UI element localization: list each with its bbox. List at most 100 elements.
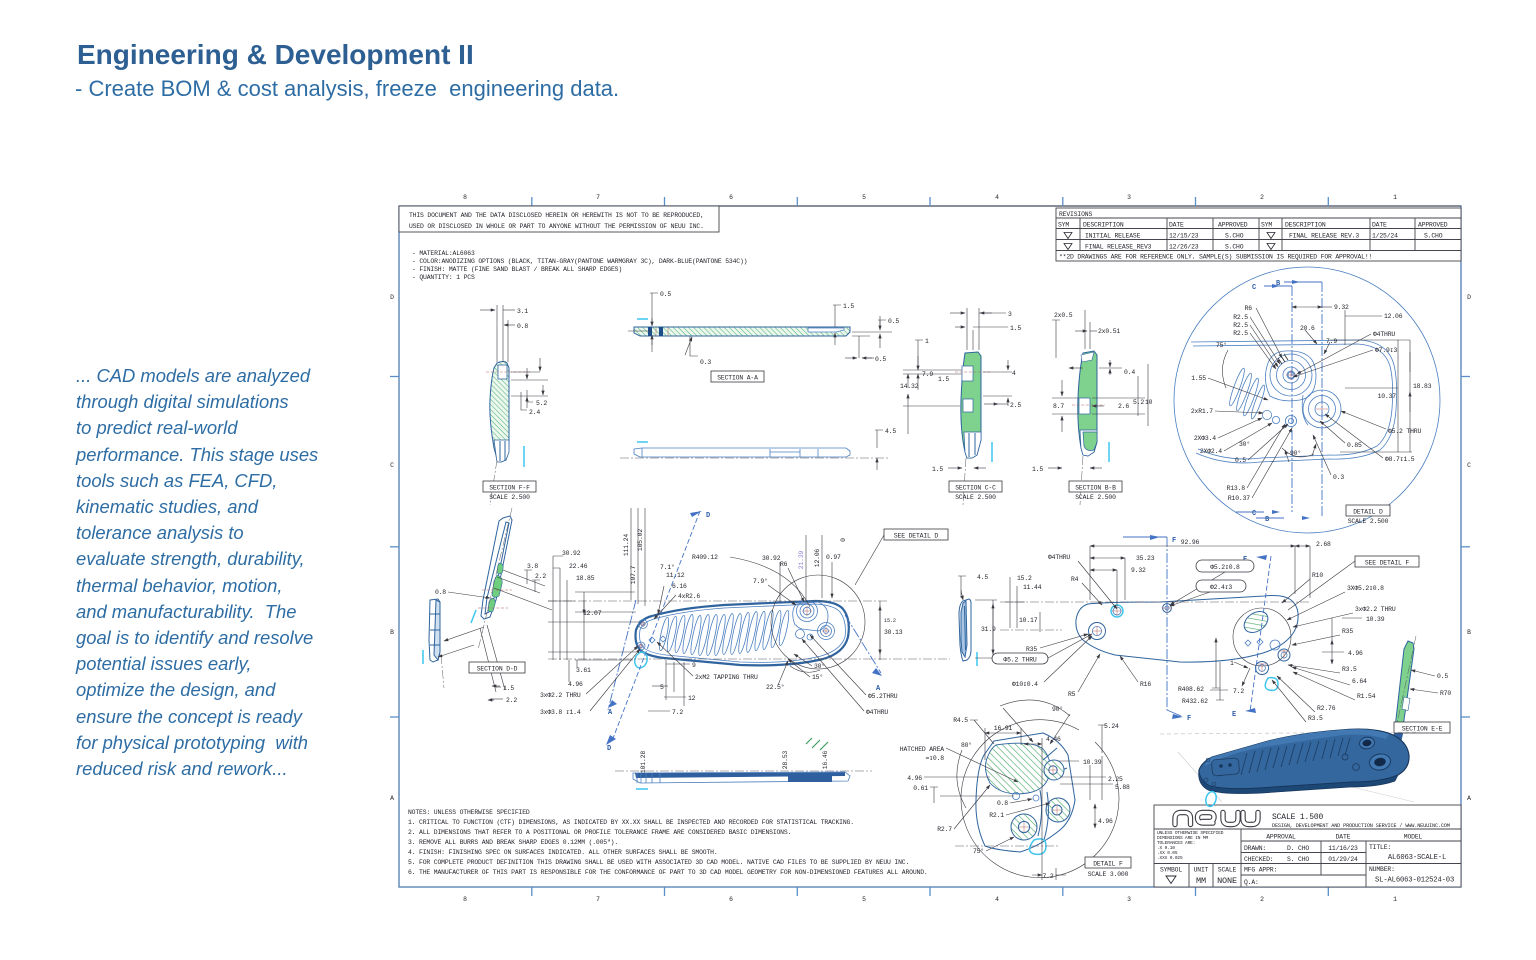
svg-text:SCALE 2.500: SCALE 2.500 [1348,518,1389,525]
svg-text:Φ4THRU: Φ4THRU [1373,331,1395,338]
svg-text:SCALE 1.500: SCALE 1.500 [1272,813,1324,822]
svg-text:SECTION D-D: SECTION D-D [477,666,518,673]
svg-text:1.55: 1.55 [1191,375,1206,382]
svg-text:C: C [390,462,394,469]
svg-text:Φ7.9↧3: Φ7.9↧3 [1375,347,1397,354]
svg-text:3. REMOVE ALL BURRS AND BREAK: 3. REMOVE ALL BURRS AND BREAK SHARP EDGE… [408,839,618,846]
svg-text:7.9: 7.9 [922,371,933,378]
svg-text:30.92: 30.92 [562,550,581,557]
svg-text:0.5: 0.5 [1235,457,1246,464]
svg-text:R3.5: R3.5 [1342,666,1357,673]
svg-text:AL6063-SCALE-L: AL6063-SCALE-L [1388,854,1446,862]
svg-text:31.9: 31.9 [981,626,996,633]
svg-text:.XXX 0.025: .XXX 0.025 [1157,855,1183,861]
svg-text:2.2: 2.2 [506,697,517,704]
svg-text:7.2: 7.2 [1233,688,1244,695]
svg-text:7.9: 7.9 [1326,338,1337,345]
svg-text:35.23: 35.23 [1136,555,1155,562]
svg-text:4: 4 [995,194,999,201]
svg-text:15°: 15° [812,673,823,681]
svg-text:SYM: SYM [1058,222,1069,229]
svg-text:- COLOR:ANODIZING OPTIONS (BLA: - COLOR:ANODIZING OPTIONS (BLACK, TITAN-… [412,258,747,265]
svg-text:80°: 80° [961,741,972,749]
svg-text:SEE DETAIL F: SEE DETAIL F [1365,560,1410,567]
svg-text:- QUANTITY: 1 PCS: - QUANTITY: 1 PCS [412,274,475,281]
svg-text:R6: R6 [780,561,788,568]
svg-text:30°: 30° [1239,440,1250,448]
svg-text:5: 5 [862,896,866,903]
svg-text:C: C [1252,510,1256,518]
svg-text:SCALE: SCALE [1218,867,1237,874]
svg-text:SECTION A-A: SECTION A-A [717,375,758,382]
svg-text:2x0.5: 2x0.5 [1054,312,1073,319]
svg-text:R70: R70 [1440,690,1451,697]
svg-text:1: 1 [925,338,929,345]
svg-text:Φ5.2↧0.8: Φ5.2↧0.8 [1210,564,1240,571]
svg-text:- MATERIAL:AL6063: - MATERIAL:AL6063 [412,250,475,257]
svg-text:4. FINISH: FINISHING SPEC ON S: 4. FINISH: FINISHING SPEC ON SURFACES IN… [408,849,718,856]
svg-text:SCALE 2.500: SCALE 2.500 [955,494,996,501]
svg-text:15.2: 15.2 [884,618,896,624]
svg-text:S.CHO: S.CHO [1225,244,1244,251]
svg-text:R432.62: R432.62 [1182,698,1208,705]
svg-text:3.8: 3.8 [527,563,538,570]
svg-text:.XX 0.05: .XX 0.05 [1157,850,1178,856]
svg-text:NOTES: UNLESS OTHERWISE SPECIF: NOTES: UNLESS OTHERWISE SPECIFIED [408,809,530,816]
svg-text:3xΦ3.8 ↧1.4: 3xΦ3.8 ↧1.4 [540,709,581,716]
svg-text:Φ8.7↧1.5: Φ8.7↧1.5 [1385,456,1415,463]
svg-text:101.28: 101.28 [640,751,647,773]
svg-text:11.44: 11.44 [1023,584,1042,591]
svg-text:12.07: 12.07 [583,610,602,617]
svg-text:1: 1 [1393,194,1397,201]
svg-text:18.85: 18.85 [576,575,595,582]
svg-text:1/25/24: 1/25/24 [1372,233,1398,240]
svg-text:2XΦ3.4: 2XΦ3.4 [1194,435,1216,442]
svg-text:12.06: 12.06 [1384,313,1403,320]
svg-text:SYMBOL: SYMBOL [1160,867,1182,874]
svg-text:12: 12 [688,695,696,702]
svg-text:Φ2.4↧3: Φ2.4↧3 [1210,584,1232,591]
svg-text:B: B [1265,516,1270,524]
svg-text:0.97: 0.97 [826,554,841,561]
svg-text:3: 3 [1008,311,1012,318]
svg-text:4.96: 4.96 [1348,650,1363,657]
svg-text:1. CRITICAL TO FUNCTION (CTF): 1. CRITICAL TO FUNCTION (CTF) DIMENSIONS… [408,819,854,826]
svg-text:1.5: 1.5 [1032,466,1043,473]
svg-text:0.85: 0.85 [1347,442,1362,449]
svg-text:R16: R16 [1140,681,1151,688]
svg-text:92.96: 92.96 [1181,539,1200,546]
svg-text:12/15/23: 12/15/23 [1169,233,1199,240]
svg-text:B: B [390,629,394,636]
svg-text:111.24: 111.24 [623,534,630,556]
svg-text:5.2: 5.2 [536,400,547,407]
svg-text:0.3: 0.3 [1333,474,1344,481]
svg-text:R35: R35 [1342,628,1353,635]
svg-text:28.53: 28.53 [782,750,789,769]
svg-text:0: 0 [840,538,847,542]
svg-text:=↧0.8: =↧0.8 [926,755,945,762]
svg-text:0.5: 0.5 [1437,673,1448,680]
svg-text:8: 8 [463,194,467,201]
svg-text:DETAIL D: DETAIL D [1353,509,1383,516]
svg-text:11/16/23: 11/16/23 [1328,845,1358,852]
svg-text:SECTION C-C: SECTION C-C [955,485,996,492]
svg-text:8.7: 8.7 [1053,403,1064,410]
svg-text:2.2: 2.2 [535,573,546,580]
svg-text:7.2: 7.2 [1042,873,1053,880]
svg-text:4.96: 4.96 [1098,818,1113,825]
svg-text:DATE: DATE [1169,222,1184,229]
svg-text:5.24: 5.24 [1104,723,1119,730]
svg-text:7.9°: 7.9° [753,577,768,585]
svg-text:- FINISH: MATTE (FINE SAND BLA: - FINISH: MATTE (FINE SAND BLAST / BREAK… [412,266,622,273]
svg-text:16.91: 16.91 [994,725,1013,732]
svg-text:Φ5.2 THRU: Φ5.2 THRU [1003,657,1036,664]
svg-text:FINAL RELEASE_REV3: FINAL RELEASE_REV3 [1085,244,1152,251]
svg-text:S.CHO: S.CHO [1424,233,1443,240]
svg-text:12.06: 12.06 [814,548,821,567]
svg-text:A: A [390,795,394,802]
svg-text:DETAIL F: DETAIL F [1093,861,1123,868]
svg-text:2.68: 2.68 [1316,541,1331,548]
svg-text:R2.5: R2.5 [1233,314,1248,321]
svg-text:SL-AL6063-012524-03: SL-AL6063-012524-03 [1375,877,1454,885]
svg-text:30.92: 30.92 [762,555,781,562]
